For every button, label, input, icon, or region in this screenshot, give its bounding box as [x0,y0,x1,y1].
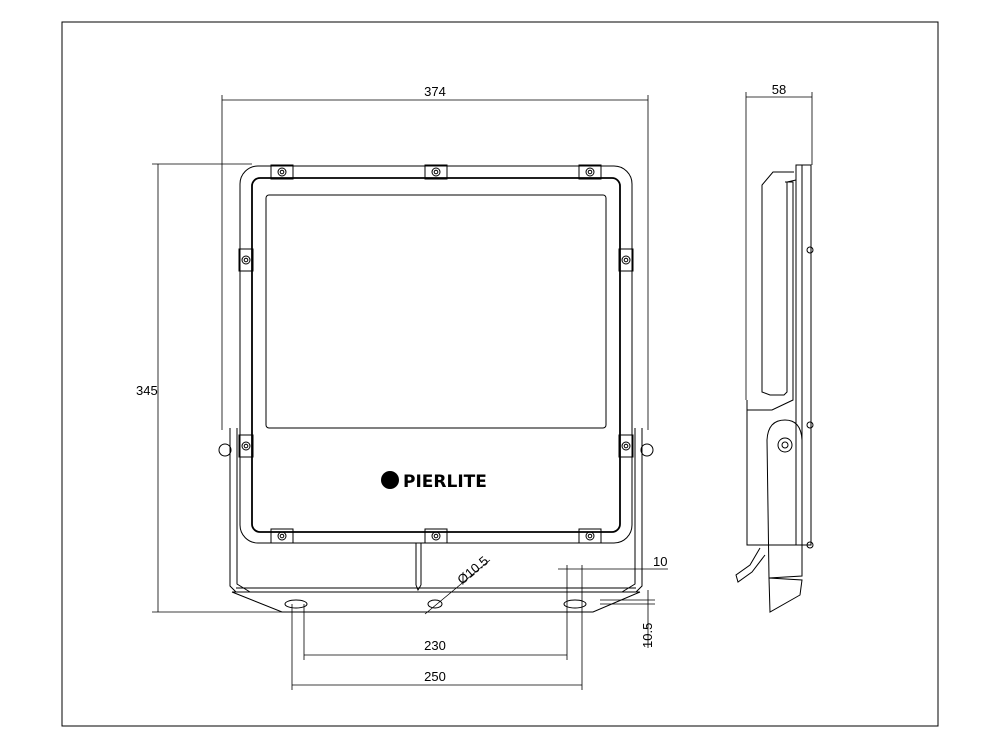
screw-icon [585,167,595,177]
clip [424,164,448,180]
clip [238,434,254,458]
screw-icon [431,531,441,541]
screw-icon [621,441,631,451]
mounting-slot [284,599,308,609]
dimension-250: 250 [291,565,583,690]
screw-icon [587,169,593,175]
dimension-height: 345 [136,163,290,613]
brand-logo: PIERLITE [403,472,487,492]
clip [578,164,602,180]
screw-icon [277,167,287,177]
clip [578,528,602,544]
dimension-hole-diameter: Ø10.5 [424,553,491,615]
mounting-bracket [218,428,654,613]
svg-text:250: 250 [424,669,446,684]
drawing-border [61,21,939,727]
screw-icon [241,441,251,451]
side-view: 58 [735,82,814,613]
clip [618,248,634,272]
front-view: PIERLITE [218,164,654,613]
screw-icon [585,531,595,541]
screw-icon [433,169,439,175]
screw-icon [277,531,287,541]
svg-text:Ø10.5: Ø10.5 [454,553,491,587]
svg-text:230: 230 [424,638,446,653]
svg-text:58: 58 [772,82,786,97]
screw-icon [587,533,593,539]
clip [270,528,294,544]
svg-text:10.5: 10.5 [640,623,655,648]
screw-icon [431,167,441,177]
screw-icon [279,533,285,539]
mounting-hole [427,599,443,609]
mounting-slot [563,599,587,609]
screw-icon [243,257,249,263]
clip [238,248,254,272]
svg-text:374: 374 [424,84,446,99]
dimension-10-5: 10.5 [600,590,655,648]
screw-icon [279,169,285,175]
cable [415,543,422,592]
svg-text:345: 345 [136,383,158,398]
screw-icon [623,257,629,263]
svg-text:10: 10 [653,554,667,569]
clip [618,434,634,458]
logo-mark [381,471,399,489]
screw-icon [433,533,439,539]
screw-icon [243,443,249,449]
lens-window [265,194,607,429]
clip [270,164,294,180]
screw-icon [621,255,631,265]
dimension-230: 230 [303,565,568,660]
screw-icon [623,443,629,449]
dimension-10: 10 [558,554,668,570]
clip [424,528,448,544]
dimension-width: 374 [221,84,649,430]
screw-icon [241,255,251,265]
screw-clips [238,164,634,544]
